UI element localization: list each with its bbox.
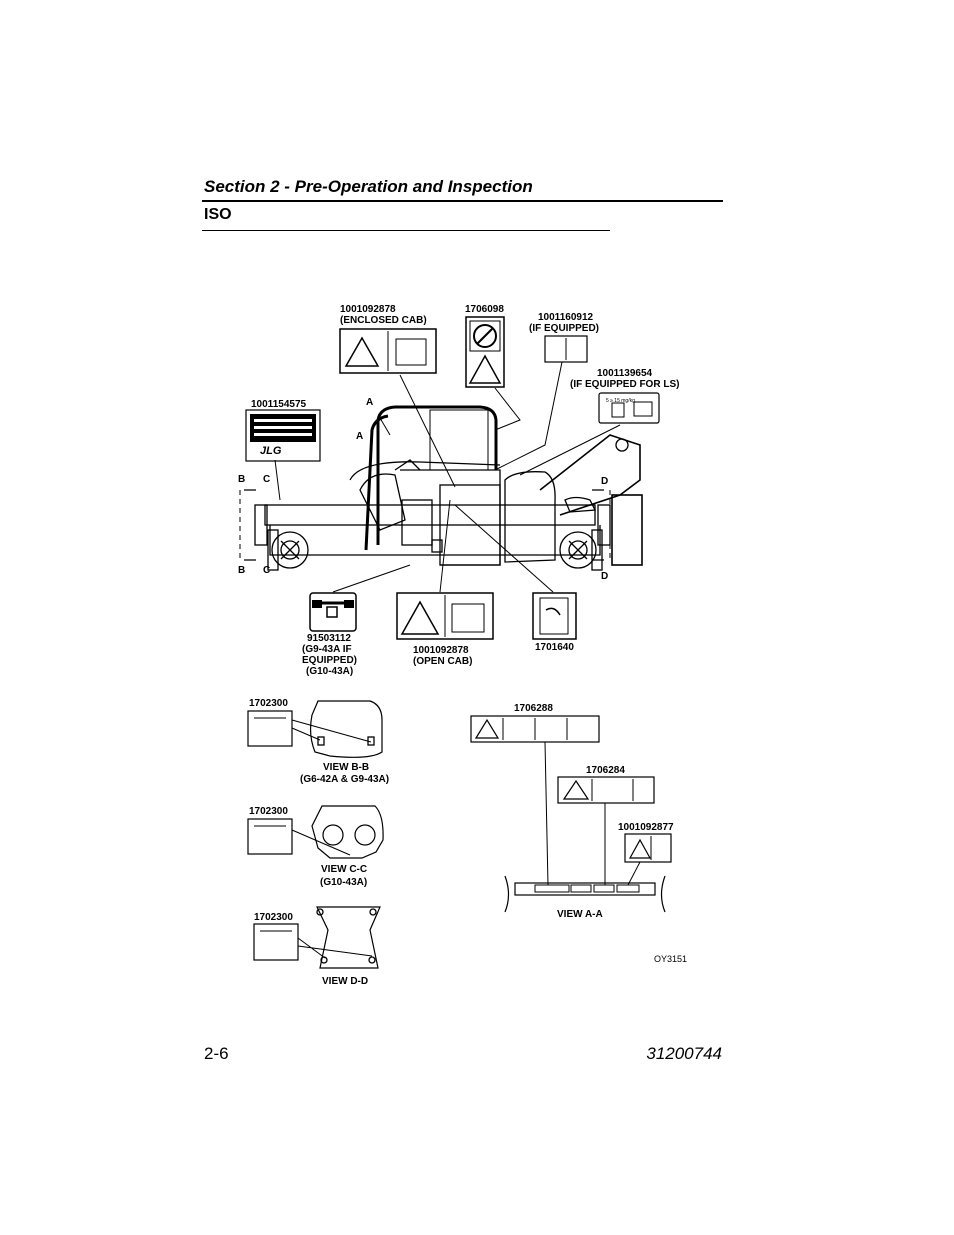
label-viewdd-pn: 1702300 <box>254 912 293 923</box>
label-viewbb-pn: 1702300 <box>249 698 288 709</box>
marker-a-top: A <box>366 397 374 408</box>
label-open-cab-note: (OPEN CAB) <box>413 656 473 667</box>
label-viewaa-pn1: 1706288 <box>514 703 553 714</box>
label-if-equipped-pn: 1001160912 <box>538 312 594 323</box>
label-open-cab-pn: 1001092878 <box>413 645 469 656</box>
label-lock-note1: (G9-43A IF <box>302 644 352 655</box>
document-number: 31200744 <box>646 1044 722 1063</box>
label-viewdd-title: VIEW D-D <box>322 976 369 987</box>
marker-c-top: C <box>263 474 271 485</box>
section-rule <box>202 200 723 202</box>
label-viewcc-note: (G10-43A) <box>320 877 368 888</box>
label-viewaa-pn2: 1706284 <box>586 765 625 776</box>
marker-b-top: B <box>238 474 246 485</box>
label-enclosed-cab-note: (ENCLOSED CAB) <box>340 315 427 326</box>
marker-c-bottom: C <box>263 565 271 576</box>
label-serial-plate: 1001154575 <box>251 399 307 410</box>
plate-brand-logo: JLG <box>260 445 282 457</box>
label-viewbb-note: (G6-42A & G9-43A) <box>300 774 390 785</box>
marker-d-top: D <box>601 476 609 487</box>
label-manual: 1701640 <box>535 642 574 653</box>
label-1706098: 1706098 <box>465 304 504 315</box>
marker-b-bottom: B <box>238 565 246 576</box>
marker-a-lower: A <box>356 431 364 442</box>
label-viewaa-pn3: 1001092877 <box>618 822 674 833</box>
ls-decal-text: 5 ≥ 15 mg/kg <box>606 398 635 404</box>
figure-id: OY3151 <box>654 954 688 964</box>
page-number: 2-6 <box>204 1044 229 1063</box>
label-if-equipped-note: (IF EQUIPPED) <box>529 323 600 334</box>
label-viewaa-title: VIEW A-A <box>557 909 603 920</box>
marker-d-bottom: D <box>601 571 609 582</box>
label-lock-note3: (G10-43A) <box>306 666 354 677</box>
label-lock-pn: 91503112 <box>307 633 351 644</box>
section-title: Section 2 - Pre-Operation and Inspection <box>204 177 533 196</box>
label-ls-pn: 1001139654 <box>597 368 653 379</box>
label-viewcc-pn: 1702300 <box>249 806 288 817</box>
label-viewbb-title: VIEW B-B <box>323 762 370 773</box>
label-viewcc-title: VIEW C-C <box>321 864 368 875</box>
subsection-title: ISO <box>204 206 232 223</box>
machine-illustration <box>239 405 643 571</box>
label-lock-note2: EQUIPPED) <box>302 655 358 666</box>
label-enclosed-cab-pn: 1001092878 <box>340 304 396 315</box>
label-ls-note: (IF EQUIPPED FOR LS) <box>570 379 680 390</box>
subsection-rule <box>202 230 610 231</box>
